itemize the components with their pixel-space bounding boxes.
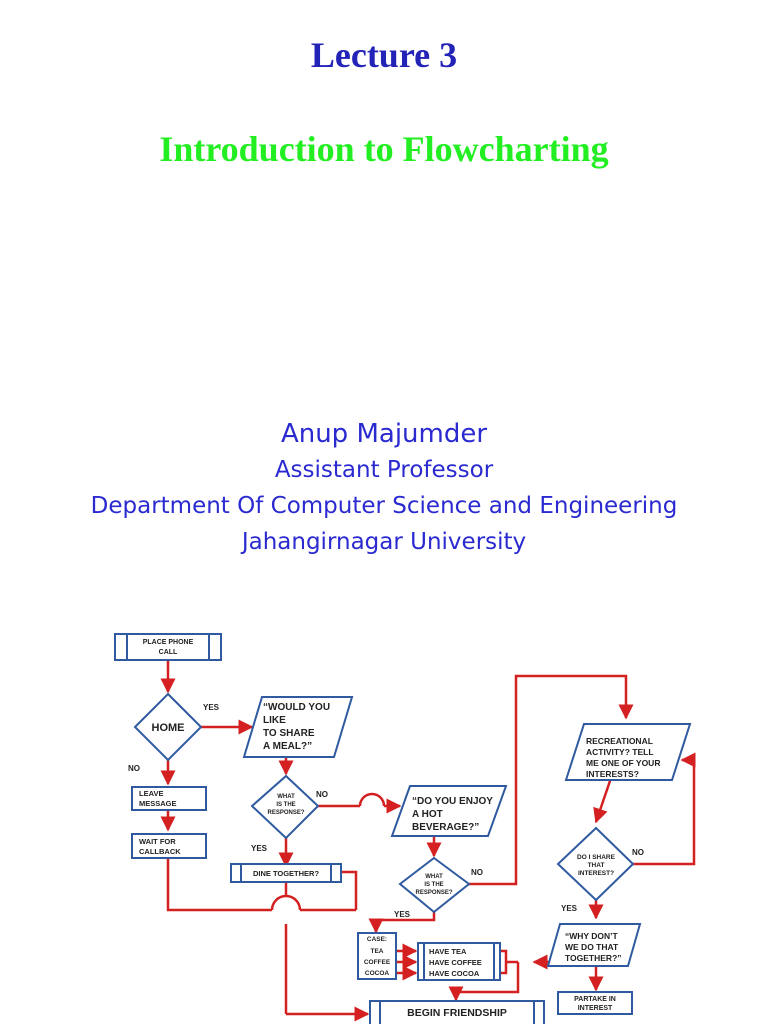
hot-beverage-box: “DO YOU ENJOY A HOT BEVERAGE?” [390,785,508,837]
dine-together-box: DINE TOGETHER? [230,863,342,883]
begin-friendship-box: BEGIN FRIENDSHIP [369,1000,545,1024]
share-meal-line-4: A MEAL?” [263,741,312,752]
home-yes-label: YES [203,703,220,712]
share-meal-box: “WOULD YOU LIKE TO SHARE A MEAL?” [242,696,354,758]
home-label: HOME [152,722,185,734]
share-interest-line-2: THAT [588,862,605,869]
recreational-line-4: INTERESTS? [586,769,639,779]
share-meal-line-1: “WOULD YOU [263,702,330,713]
dine-together-label: DINE TOGETHER? [253,869,320,878]
place-call-line-1: PLACE PHONE [143,639,194,646]
response-1-yes-label: YES [251,844,268,853]
flow-recreation-to-share [593,777,613,824]
hot-beverage-line-3: BEVERAGE?” [412,822,479,833]
share-meal-line-2: LIKE [263,715,286,726]
flow-have-to-friendship [448,962,520,1002]
wait-callback-line-1: WAIT FOR [139,837,176,846]
flow-response2-yes [368,912,436,934]
author-position: Assistant Professor [274,457,494,483]
case-option-coffee: COFFEE [364,959,391,966]
have-coffee: HAVE COFFEE [429,958,482,967]
response-2-decision: WHAT IS THE RESPONSE? [398,856,471,914]
home-decision: HOME [133,692,203,762]
place-call-box: PLACE PHONE CALL [114,633,222,661]
response-2-yes-label: YES [394,910,411,919]
response-1-line-1: WHAT [277,794,295,800]
case-label: CASE: [367,936,387,943]
leave-message-line-2: MESSAGE [139,799,177,808]
share-interest-decision: DO I SHARE THAT INTEREST? [556,826,635,902]
share-interest-line-1: DO I SHARE [577,854,616,861]
why-dont-box: “WHY DON’T WE DO THAT TOGETHER?” [546,923,642,967]
response-1-no-label: NO [316,790,328,799]
hot-beverage-line-2: A HOT [412,809,443,820]
subtitle: Introduction to Flowcharting [159,129,609,169]
recreational-line-3: ME ONE OF YOUR [586,758,660,768]
leave-message-box: LEAVE MESSAGE [131,786,207,811]
case-option-cocoa: COCOA [365,970,390,977]
partake-line-2: INTEREST [578,1005,613,1012]
response-2-line-1: WHAT [425,874,443,880]
have-drink-box: HAVE TEA HAVE COFFEE HAVE COCOA [417,942,501,981]
response-1-line-2: IS THE [276,802,295,808]
share-interest-no-label: NO [632,848,644,857]
why-dont-line-1: “WHY DON’T [565,931,619,941]
author-university: Jahangirnagar University [241,529,527,555]
hot-beverage-line-1: “DO YOU ENJOY [412,796,493,807]
share-interest-yes-label: YES [561,904,578,913]
friendship-flowchart: PLACE PHONE CALL HOME YES NO LEAVE MESSA… [114,633,696,1024]
flow-hop-2 [358,792,386,807]
case-option-tea: TEA [371,948,384,955]
wait-callback-box: WAIT FOR CALLBACK [131,833,207,859]
author-name: Anup Majumder [280,419,488,449]
partake-line-1: PARTAKE IN [574,996,616,1003]
response-1-decision: WHAT IS THE RESPONSE? [250,774,320,840]
share-meal-line-3: TO SHARE [263,728,315,739]
place-call-line-2: CALL [159,649,178,656]
author-department: Department Of Computer Science and Engin… [90,493,678,519]
author-block: Anup Majumder Assistant Professor Depart… [0,416,768,560]
leave-message-line-1: LEAVE [139,789,163,798]
flow-lines [160,660,696,1022]
have-cocoa: HAVE COCOA [429,969,480,978]
response-2-no-label: NO [471,868,483,877]
wait-callback-line-2: CALLBACK [139,847,181,856]
begin-friendship-label: BEGIN FRIENDSHIP [407,1007,507,1019]
flow-share-no [633,752,696,866]
lecture-title: Lecture 3 [310,35,458,75]
response-1-line-3: RESPONSE? [267,810,304,816]
recreational-line-1: RECREATIONAL [586,736,653,746]
flow-wait-to-join [166,858,272,912]
partake-box: PARTAKE IN INTEREST [557,991,633,1015]
recreational-line-2: ACTIVITY? TELL [586,747,654,757]
flow-dine-right [341,870,358,910]
have-tea: HAVE TEA [429,947,467,956]
recreational-box: RECREATIONAL ACTIVITY? TELL ME ONE OF YO… [564,723,692,781]
flow-response2-no [469,674,634,886]
response-2-line-2: IS THE [424,882,443,888]
flow-hop-1 [270,894,302,911]
home-no-label: NO [128,764,140,773]
why-dont-line-3: TOGETHER?” [565,953,622,963]
why-dont-line-2: WE DO THAT [565,942,619,952]
case-box: CASE: TEA COFFEE COCOA [357,932,397,980]
share-interest-line-3: INTEREST? [578,870,614,877]
response-2-line-3: RESPONSE? [415,890,452,896]
